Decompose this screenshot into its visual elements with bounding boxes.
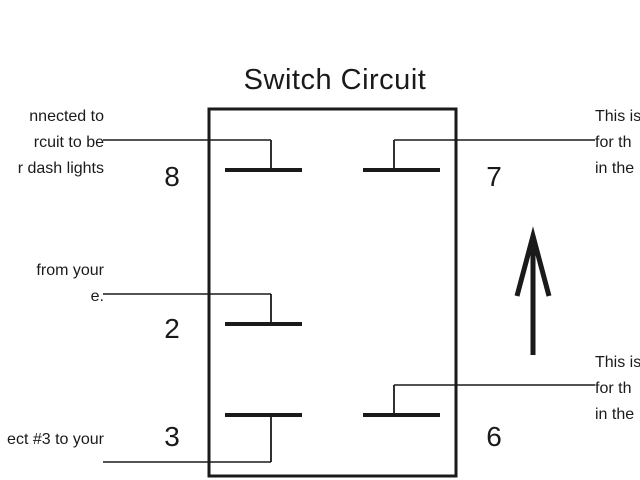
note-top-left: nnected to rcuit to be r dash lights [18,104,104,182]
pin-label-6: 6 [486,421,502,452]
up-arrow-icon [514,226,552,355]
pin-label-2: 2 [164,313,180,344]
pin-label-7: 7 [486,161,502,192]
contact-pin-3 [103,413,302,463]
note-line: for th [595,134,632,151]
note-mid-left: from your e. [36,258,104,310]
note-bottom-left: ect #3 to your [7,427,104,453]
contact-pin-8 [103,139,302,172]
note-line: from your [36,262,104,279]
note-line: This is [595,354,640,371]
note-bottom-right: This is for th in the [595,350,640,428]
contact-pin-7 [363,139,595,172]
note-line: This is [595,108,640,125]
pin-label-3: 3 [164,421,180,452]
note-line: for th [595,380,632,397]
note-line: e. [90,288,104,305]
note-line: ect #3 to your [7,431,104,448]
note-line: rcuit to be [33,134,104,151]
note-line: nnected to [29,108,104,125]
switch-body [207,107,458,478]
note-top-right: This is for th in the [595,104,640,182]
pin-label-8: 8 [164,161,180,192]
contact-pin-2 [103,293,302,326]
note-line: in the [595,406,635,423]
note-line: r dash lights [17,160,104,177]
contact-pin-6 [363,384,595,417]
note-line: in the [595,160,635,177]
diagram-title: Switch Circuit [243,64,427,96]
